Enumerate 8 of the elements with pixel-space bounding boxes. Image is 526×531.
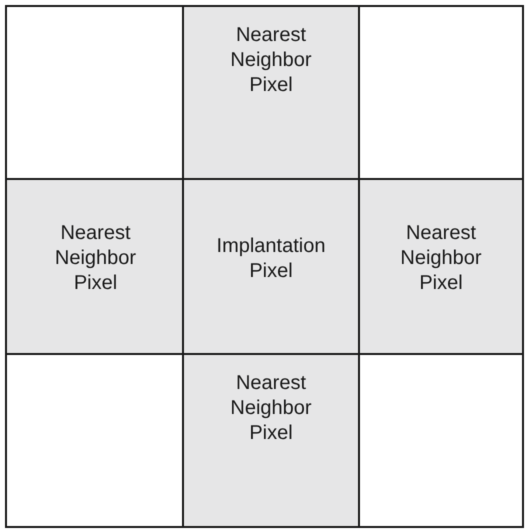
cell-label: Nearest Neighbor Pixel [54, 221, 138, 296]
pixel-cell [182, 178, 360, 355]
pixel-cell [182, 353, 360, 528]
cell-label: Nearest Neighbor Pixel [229, 23, 313, 98]
cell-label: Nearest Neighbor Pixel [229, 371, 313, 446]
cell-label: Implantation Pixel [216, 234, 326, 284]
pixel-cell [358, 178, 524, 355]
cell-label: Nearest Neighbor Pixel [399, 221, 483, 296]
